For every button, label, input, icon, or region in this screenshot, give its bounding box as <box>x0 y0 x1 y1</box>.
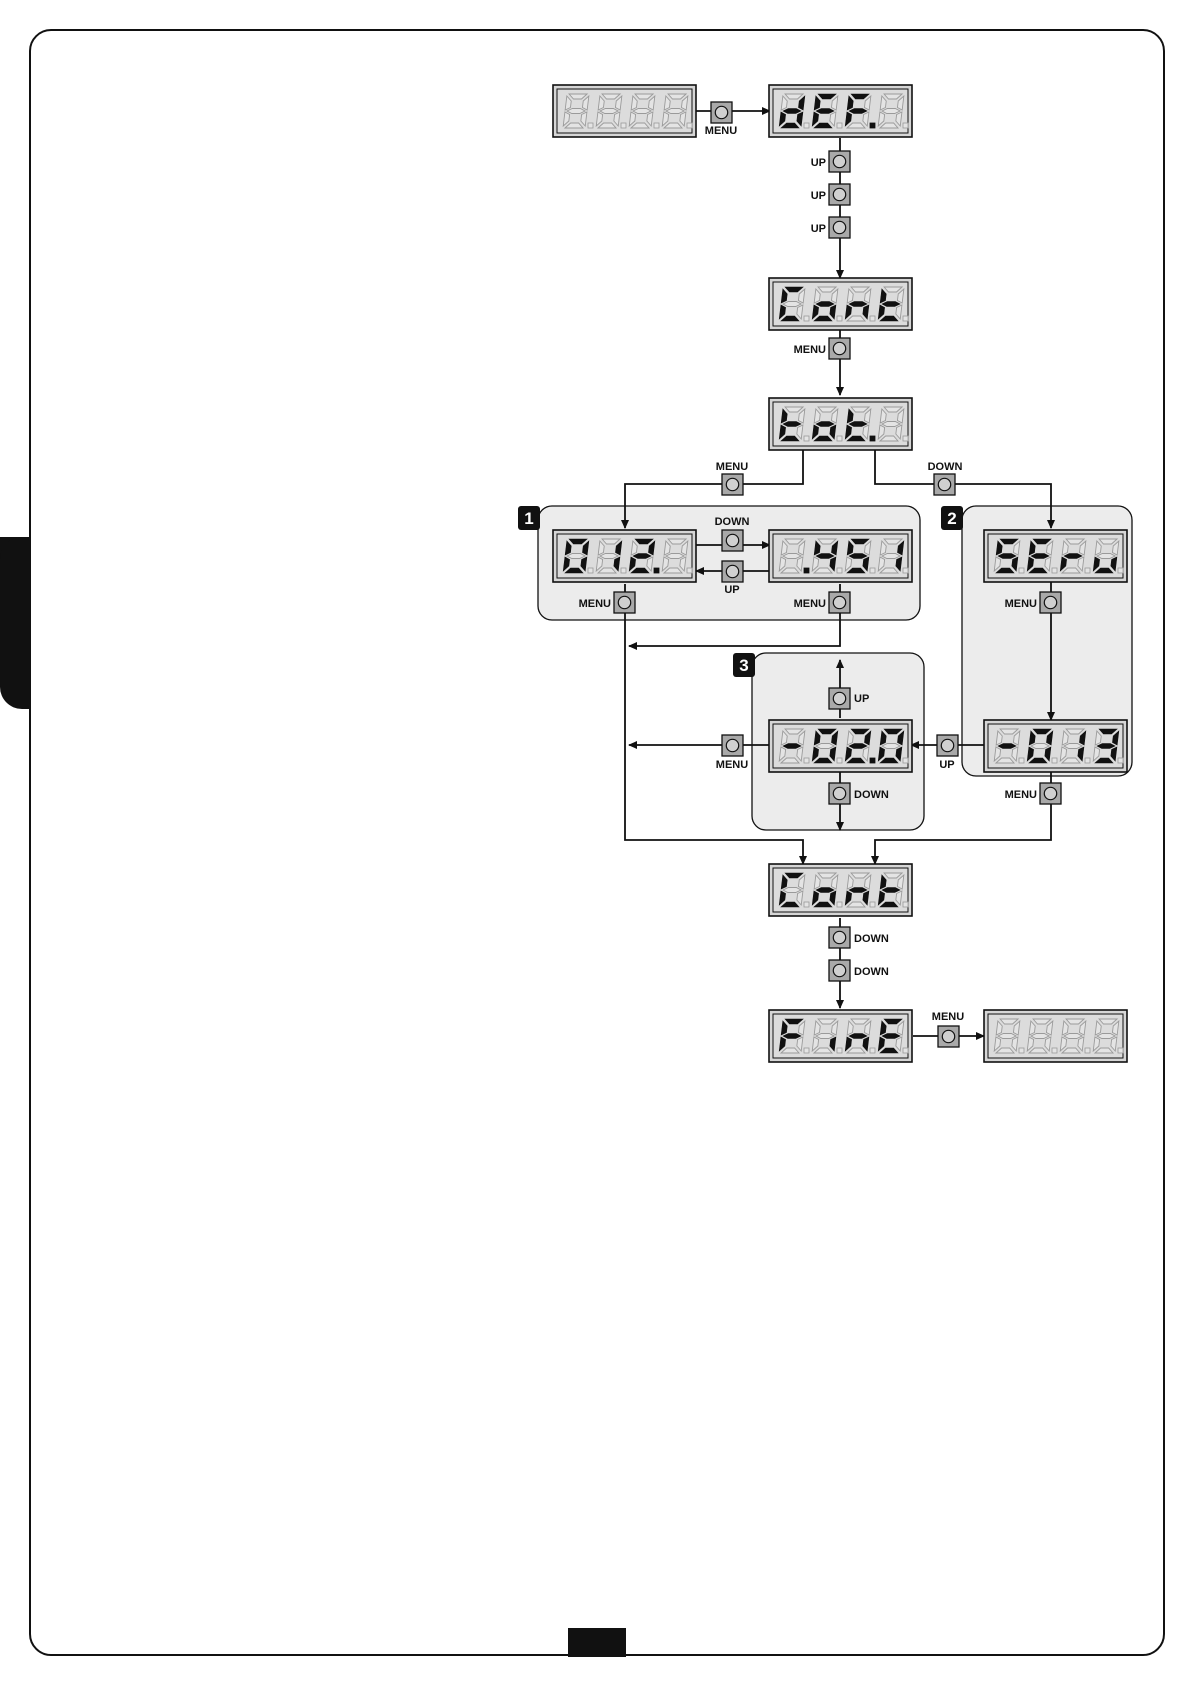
lcd-display-count2 <box>769 530 912 582</box>
down-button-2-label: DOWN <box>715 516 750 528</box>
down-button-1-label: DOWN <box>928 461 963 473</box>
menu-button-7[interactable]: MENU <box>716 735 748 771</box>
menu-button-2[interactable]: MENU <box>794 338 850 359</box>
group-badge-3: 3 <box>733 653 755 677</box>
lcd-display-end <box>984 1010 1127 1062</box>
menu-button-9-label: MENU <box>932 1011 964 1023</box>
menu-button-1-label: MENU <box>705 125 737 137</box>
menu-button-5-label: MENU <box>794 598 826 610</box>
up-button-4-label: UP <box>724 584 739 596</box>
up-button-2[interactable]: UP <box>811 184 850 205</box>
group-badge-2: 2 <box>941 506 963 530</box>
menu-button-4-label: MENU <box>579 598 611 610</box>
lcd-display-serv <box>984 530 1127 582</box>
up-button-3-label: UP <box>811 223 826 235</box>
lcd-display-ntime2 <box>984 720 1127 772</box>
group-badge-1: 1 <box>518 506 540 530</box>
lcd-display-def <box>769 85 912 137</box>
up-button-5-label: UP <box>854 693 869 705</box>
lcd-display-count1 <box>553 530 696 582</box>
svg-text:1: 1 <box>524 509 533 528</box>
down-button-4-label: DOWN <box>854 933 889 945</box>
up-button-1-label: UP <box>811 157 826 169</box>
lcd-display-cont2 <box>769 864 912 916</box>
menu-button-1[interactable]: MENU <box>705 102 737 137</box>
up-button-3[interactable]: UP <box>811 217 850 238</box>
down-button-5[interactable]: DOWN <box>829 960 889 981</box>
menu-button-3[interactable]: MENU <box>716 461 748 495</box>
svg-text:2: 2 <box>947 509 956 528</box>
menu-button-8-label: MENU <box>1005 789 1037 801</box>
lcd-display-start <box>553 85 696 137</box>
svg-text:3: 3 <box>739 656 748 675</box>
up-button-6[interactable]: UP <box>937 735 958 771</box>
down-button-5-label: DOWN <box>854 966 889 978</box>
up-button-1[interactable]: UP <box>811 151 850 172</box>
menu-button-6-label: MENU <box>1005 598 1037 610</box>
down-button-4[interactable]: DOWN <box>829 927 889 948</box>
up-button-6-label: UP <box>939 759 954 771</box>
up-button-2-label: UP <box>811 190 826 202</box>
menu-button-9[interactable]: MENU <box>932 1011 964 1047</box>
menu-button-8[interactable]: MENU <box>1005 783 1061 804</box>
menu-button-7-label: MENU <box>716 759 748 771</box>
lcd-display-ntime3 <box>769 720 912 772</box>
menu-button-2-label: MENU <box>794 344 826 356</box>
lcd-display-cont1 <box>769 278 912 330</box>
down-button-3-label: DOWN <box>854 789 889 801</box>
down-button-1[interactable]: DOWN <box>928 461 963 495</box>
lcd-display-fine <box>769 1010 912 1062</box>
lcd-display-tot <box>769 398 912 450</box>
menu-button-3-label: MENU <box>716 461 748 473</box>
